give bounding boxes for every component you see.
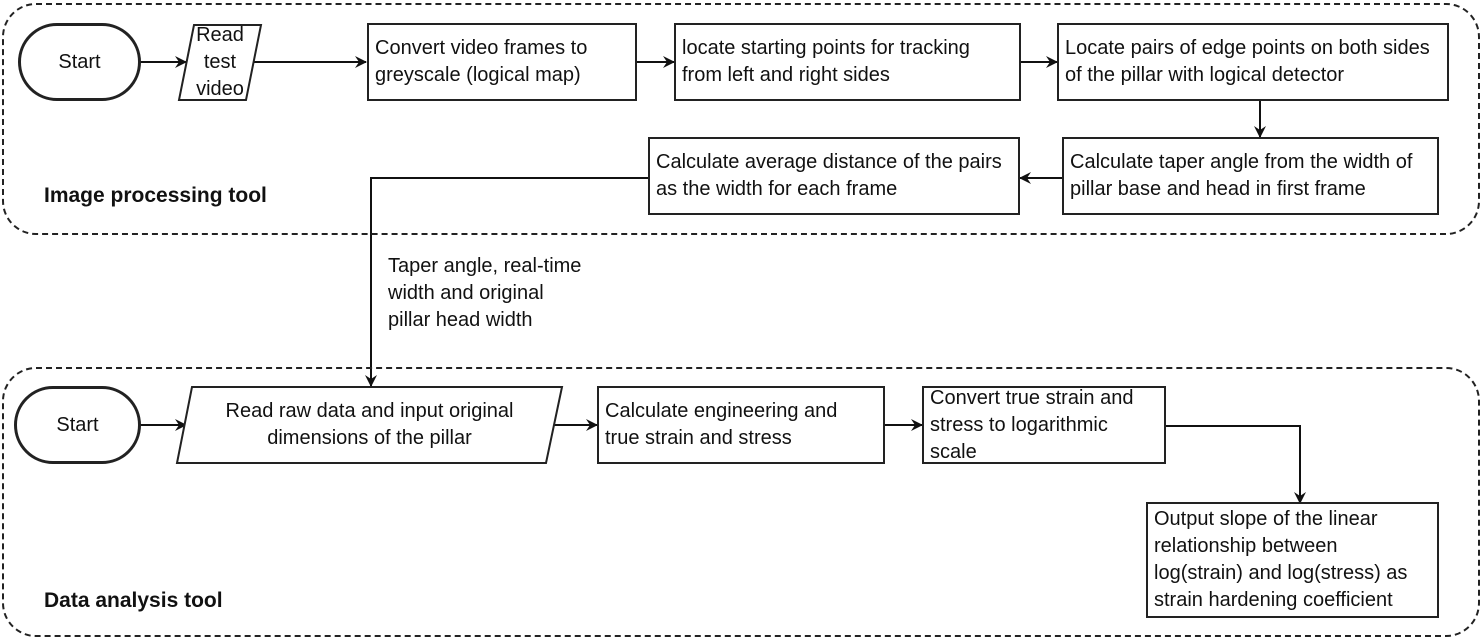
group-data-analysis bbox=[2, 367, 1480, 637]
da-output-label: Output slope of the linear relationship … bbox=[1154, 508, 1408, 611]
transfer-label-line-1: Taper angle, real-time bbox=[388, 255, 582, 277]
transfer-label-line-2: width and original bbox=[388, 282, 544, 304]
da-output-node[interactable]: Output slope of the linear relationship … bbox=[1146, 502, 1439, 618]
group-label-data-analysis: Data analysis tool bbox=[44, 589, 223, 612]
transfer-label-line-3: pillar head width bbox=[388, 309, 533, 331]
parallelogram-shape bbox=[175, 386, 564, 464]
da-start-node[interactable]: Start bbox=[14, 386, 141, 464]
ip-start-label: Start bbox=[58, 50, 101, 73]
da-convert-log-node[interactable]: Convert true strain and stress to logari… bbox=[922, 386, 1166, 464]
ip-locate-start-node[interactable]: locate starting points for tracking from… bbox=[674, 23, 1021, 101]
group-image-processing bbox=[2, 3, 1480, 235]
da-calc-eng-label: Calculate engineering and true strain an… bbox=[605, 400, 838, 449]
parallelogram-shape bbox=[177, 24, 263, 101]
ip-convert-node[interactable]: Convert video frames to greyscale (logic… bbox=[367, 23, 637, 101]
ip-avg-distance-node[interactable]: Calculate average distance of the pairs … bbox=[648, 137, 1020, 215]
da-convert-log-label: Convert true strain and stress to logari… bbox=[930, 386, 1134, 463]
da-read-raw-node[interactable]: Read raw data and input original dimensi… bbox=[175, 386, 564, 464]
ip-taper-node[interactable]: Calculate taper angle from the width of … bbox=[1062, 137, 1439, 215]
ip-read-video-label: Read test video bbox=[196, 24, 244, 100]
edge-log-to-output bbox=[1165, 425, 1306, 504]
ip-start-node[interactable]: Start bbox=[18, 23, 141, 101]
da-read-raw-label: Read raw data and input original dimensi… bbox=[225, 400, 514, 449]
da-calc-eng-node[interactable]: Calculate engineering and true strain an… bbox=[597, 386, 885, 464]
ip-locate-pairs-node[interactable]: Locate pairs of edge points on both side… bbox=[1057, 23, 1449, 101]
ip-taper-label: Calculate taper angle from the width of … bbox=[1070, 151, 1413, 200]
group-label-image-processing: Image processing tool bbox=[44, 184, 267, 207]
ip-locate-start-label: locate starting points for tracking from… bbox=[682, 37, 970, 86]
ip-read-video-node[interactable]: Read test video bbox=[177, 24, 263, 101]
ip-locate-pairs-label: Locate pairs of edge points on both side… bbox=[1065, 37, 1430, 86]
edge-avg-to-read-raw bbox=[365, 177, 657, 387]
ip-avg-distance-label: Calculate average distance of the pairs … bbox=[656, 151, 1002, 200]
ip-convert-label: Convert video frames to greyscale (logic… bbox=[375, 37, 588, 86]
transfer-edge-label: Taper angle, real-time width and origina… bbox=[388, 253, 581, 334]
da-start-label: Start bbox=[56, 413, 99, 436]
